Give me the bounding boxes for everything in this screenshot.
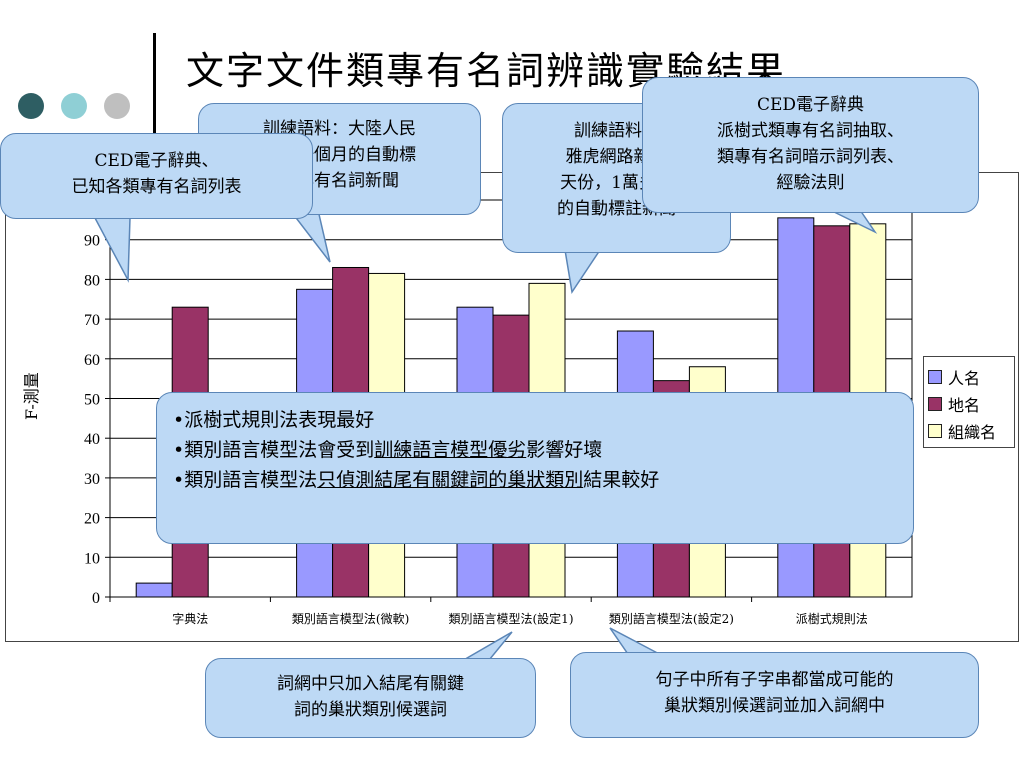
- chart-legend: 人名 地名 組織名: [923, 356, 1015, 448]
- callout-text: 已知各類專有名詞列表: [71, 177, 242, 197]
- legend-swatch-place: [928, 396, 942, 411]
- legend-label-org: 組織名: [948, 422, 997, 442]
- summary-line-3-b: 只偵測結尾有關鍵詞的巢狀類別: [317, 469, 584, 491]
- callout-ced-tree: CED電子辭典 派樹式類專有名詞抽取、 類專有名詞暗示詞列表、 經驗法則: [642, 77, 979, 213]
- callout-text: 派樹式類專有名詞抽取、: [717, 121, 904, 141]
- summary-line-2-c: 影響好壞: [526, 439, 603, 461]
- summary-line-3: •類別語言模型法只偵測結尾有關鍵詞的巢狀類別結果較好: [173, 465, 897, 495]
- x-tick-label: 類別語言模型法(設定2): [609, 611, 734, 626]
- callout-text: 經驗法則: [776, 173, 845, 193]
- legend-item: 地名: [928, 390, 1010, 417]
- legend-swatch-org: [928, 423, 942, 438]
- callout-text: CED電子辭典、: [94, 151, 219, 171]
- callout-ced-known: CED電子辭典、 已知各類專有名詞列表: [0, 133, 313, 219]
- x-tick-label: 類別語言模型法(微軟): [292, 611, 409, 626]
- decor-dot-3: [104, 93, 130, 119]
- tail-ced-tree: [829, 209, 878, 234]
- summary-box: •派樹式規則法表現最好 •類別語言模型法會受到訓練語言模型優劣影響好壞 •類別語…: [156, 392, 914, 544]
- y-tick-label: 60: [84, 352, 100, 369]
- callout-text: 類專有名詞暗示詞列表、: [717, 147, 904, 167]
- summary-line-3-c: 結果較好: [583, 469, 660, 491]
- y-tick-label: 50: [84, 392, 100, 409]
- y-tick-label: 40: [84, 431, 100, 448]
- legend-label-person: 人名: [948, 368, 981, 388]
- legend-item: 組織名: [928, 417, 1010, 444]
- y-tick-label: 10: [84, 550, 100, 567]
- callout-text: 句子中所有子字串都當成可能的: [655, 670, 894, 690]
- callout-bottom-left: 詞網中只加入結尾有關鍵 詞的巢狀類別候選詞: [205, 658, 536, 738]
- tail-training-yahoo: [564, 249, 602, 294]
- y-tick-label: 30: [84, 471, 100, 488]
- callout-text: 巢狀類別候選詞並加入詞網中: [664, 696, 885, 716]
- y-tick-label: 0: [92, 590, 100, 607]
- legend-label-place: 地名: [948, 395, 981, 415]
- legend-item: 人名: [928, 363, 1010, 390]
- summary-line-2: •類別語言模型法會受到訓練語言模型優劣影響好壞: [173, 435, 897, 465]
- summary-line-1: •派樹式規則法表現最好: [173, 409, 375, 431]
- y-tick-label: 70: [84, 312, 100, 329]
- summary-line-2-a: •類別語言模型法會受到: [173, 439, 375, 461]
- callout-bottom-right: 句子中所有子字串都當成可能的 巢狀類別候選詞並加入詞網中: [570, 652, 979, 738]
- decor-dot-2: [61, 93, 87, 119]
- callout-text: 詞的巢狀類別候選詞: [294, 700, 447, 720]
- decor-dot-1: [18, 93, 44, 119]
- callout-text: 訓練語料：: [574, 121, 659, 141]
- summary-line-3-a: •類別語言模型法: [173, 469, 318, 491]
- callout-text: CED電子辭典: [756, 95, 865, 115]
- x-tick-label: 類別語言模型法(設定1): [449, 611, 574, 626]
- y-tick-label: 80: [84, 272, 100, 289]
- x-tick-label: 字典法: [172, 611, 208, 626]
- legend-swatch-person: [928, 369, 942, 384]
- x-tick-label: 派樹式規則法: [796, 611, 868, 626]
- y-tick-label: 90: [84, 233, 100, 250]
- summary-line-2-b: 訓練語言模型優劣: [374, 439, 527, 461]
- y-tick-label: 20: [84, 511, 100, 528]
- callout-text: 詞網中只加入結尾有關鍵: [277, 674, 464, 694]
- tail-ced-known: [93, 217, 131, 283]
- title-divider: [153, 33, 156, 133]
